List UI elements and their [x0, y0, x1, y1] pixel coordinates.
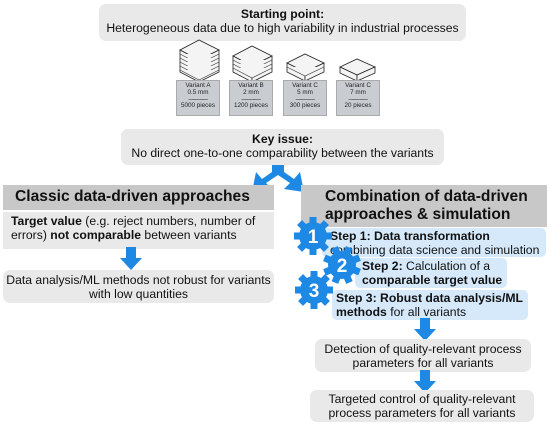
starting-point-title: Starting point:	[240, 7, 325, 21]
key-issue-text: No direct one-to-one comparability betwe…	[131, 146, 434, 160]
classic-target-box: Target value (e.g. reject numbers, numbe…	[3, 212, 274, 249]
stack-b-icon	[232, 45, 273, 83]
variant-b-caption: Variant B 2 mm ------------ 1200 pieces	[229, 80, 273, 116]
stack-d-icon	[339, 58, 376, 82]
step-2-box: Step 2: Calculation of a comparable targ…	[355, 258, 507, 288]
step-3-gear-icon: 3	[295, 271, 333, 309]
step-2-number: 2	[337, 256, 348, 277]
starting-point-text: Heterogeneous data due to high variabili…	[106, 21, 459, 35]
variant-a-caption: Variant A 0.5 mm ------------ 5000 piece…	[176, 80, 220, 116]
control-text: Targeted control of quality-relevant pro…	[328, 392, 516, 420]
step-3-number: 3	[309, 281, 320, 302]
combo-down-arrow-1-icon	[414, 318, 436, 341]
variant-stacks-illustration	[179, 39, 376, 83]
step-1-number: 1	[308, 227, 319, 248]
step-1-box: Step 1: Data transformation combining da…	[322, 228, 546, 257]
step-3-box: Step 3: Robust data analysis/ML methods …	[332, 290, 528, 320]
key-issue-box: Key issue: No direct one-to-one comparab…	[121, 129, 444, 165]
step-1-gear-icon: 1	[294, 217, 332, 255]
control-box: Targeted control of quality-relevant pro…	[310, 390, 534, 422]
classic-down-arrow-icon	[120, 247, 142, 270]
stack-a-icon	[179, 39, 220, 83]
detection-box: Detection of quality-relevant process pa…	[315, 339, 531, 372]
detection-text: Detection of quality-relevant process pa…	[324, 342, 522, 370]
classic-result-text: Data analysis/ML methods not robust for …	[6, 273, 271, 301]
variant-d-caption: Variant C 7 mm ------------ 20 pieces	[336, 80, 380, 116]
stack-c-icon	[286, 53, 325, 82]
key-issue-title: Key issue:	[252, 132, 313, 146]
variant-c-caption: Variant C 5 mm ------------ 300 pieces	[283, 80, 327, 116]
combo-down-arrow-2-icon	[414, 370, 436, 393]
classic-result-box: Data analysis/ML methods not robust for …	[3, 270, 274, 303]
step-2-gear-icon: 2	[323, 246, 361, 284]
combination-header: Combination of data-driven approaches & …	[301, 185, 547, 227]
classic-header: Classic data-driven approaches	[3, 185, 274, 210]
starting-point-box: Starting point: Heterogeneous data due t…	[99, 4, 466, 41]
